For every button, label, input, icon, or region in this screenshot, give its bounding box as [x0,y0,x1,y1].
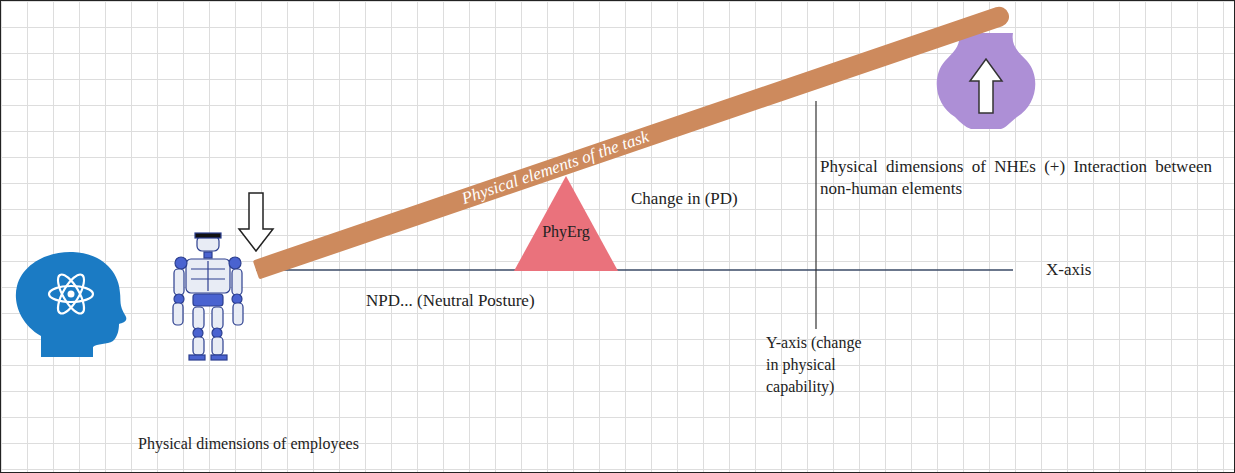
y-axis-label: Y-axis (change in physical capability) [766,332,866,398]
x-axis-label: X-axis [1046,260,1091,280]
neutral-posture-label: NPD... (Neutral Posture) [366,291,535,311]
down-arrow [239,193,273,251]
weight-pot [937,33,1036,129]
nhe-label: Physical dimensions of NHEs (+) Interact… [820,156,1212,200]
node-text: PhyErg [514,176,618,241]
task-plank: Physical elements of the task [253,4,1012,280]
employees-label: Physical dimensions of employees [138,434,368,453]
y-axis-line [815,101,816,329]
triangle-fill [514,176,618,271]
node-text: Physical elements of the task [459,4,1012,209]
robot-figure [173,233,243,360]
fulcrum-triangle: PhyErg [514,176,618,271]
x-axis-line [256,269,1013,271]
head-icon [16,252,126,357]
change-label: Change in (PD) [631,189,738,209]
